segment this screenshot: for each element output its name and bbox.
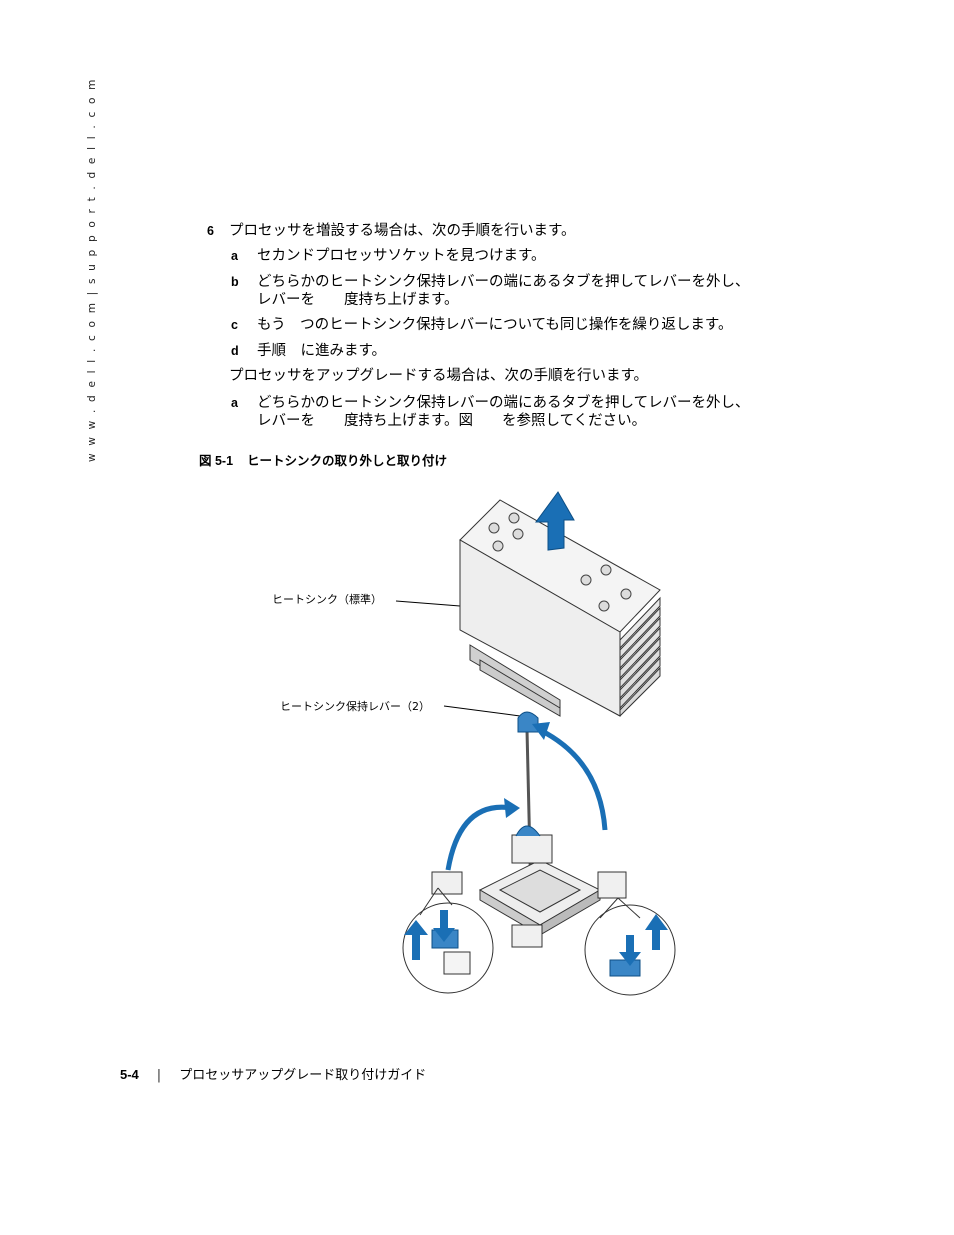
curved-arrow-icon <box>538 727 608 831</box>
substep-marker: b <box>231 275 239 289</box>
heatsink <box>459 499 661 717</box>
substep-text: 手順 に進みます。 <box>257 343 387 359</box>
heatsink-screws <box>488 512 632 612</box>
step-text: プロセッサを増設する場合は、次の手順を行います。 <box>229 223 576 239</box>
figure-caption: 図 5-1 ヒートシンクの取り外しと取り付け <box>199 450 447 469</box>
substep-text-cont: レバーを 度持ち上げます。図 を参照してください。 <box>257 413 647 429</box>
substep-text: どちらかのヒートシンク保持レバーの端にあるタブを押してレバーを外し、 <box>257 274 750 290</box>
substep-text: セカンドプロセッサソケットを見つけます。 <box>257 248 546 264</box>
up-arrow-icon <box>645 914 668 950</box>
leader-line-lever <box>443 705 521 717</box>
step-number: 6 <box>207 224 214 238</box>
curved-arrow-icon <box>445 804 513 871</box>
page-footer: 5-4 | プロセッサアップグレード取り付けガイド <box>120 1064 426 1083</box>
substep-marker: a <box>231 249 238 263</box>
leader-line-heatsink <box>395 600 461 607</box>
lever-tab-top <box>517 711 539 733</box>
up-arrow-icon <box>404 920 428 960</box>
page-number: 5-4 <box>120 1067 139 1082</box>
callout-lever: ヒートシンク保持レバー（2） <box>280 700 430 713</box>
substep-text: もう つのヒートシンク保持レバーについても同じ操作を繰り返します。 <box>257 317 733 333</box>
heatsink-illustration <box>395 491 676 996</box>
upgrade-intro: プロセッサをアップグレードする場合は、次の手順を行います。 <box>229 368 649 384</box>
substep-marker: d <box>231 344 239 358</box>
substep-marker: c <box>231 318 238 332</box>
processor-socket <box>478 859 602 936</box>
footer-separator: | <box>156 1068 162 1083</box>
side-url: w w w . d e l l . c o m | s u p p o r t … <box>86 77 98 462</box>
down-arrow-icon <box>433 910 455 942</box>
figure-title: ヒートシンクの取り外しと取り付け <box>247 453 448 468</box>
callout-heatsink: ヒートシンク（標準） <box>272 593 382 606</box>
lever-tab-detail <box>609 959 641 977</box>
substep-text-cont: レバーを 度持ち上げます。 <box>257 292 459 308</box>
lever-clip <box>431 825 627 948</box>
substep-marker: a <box>231 396 238 410</box>
figure-number: 図 5-1 <box>199 454 234 468</box>
down-arrow-icon <box>619 935 641 966</box>
guide-title: プロセッサアップグレード取り付けガイド <box>179 1068 427 1083</box>
up-arrow-icon <box>535 491 575 551</box>
substep-text: どちらかのヒートシンク保持レバーの端にあるタブを押してレバーを外し、 <box>257 395 750 411</box>
